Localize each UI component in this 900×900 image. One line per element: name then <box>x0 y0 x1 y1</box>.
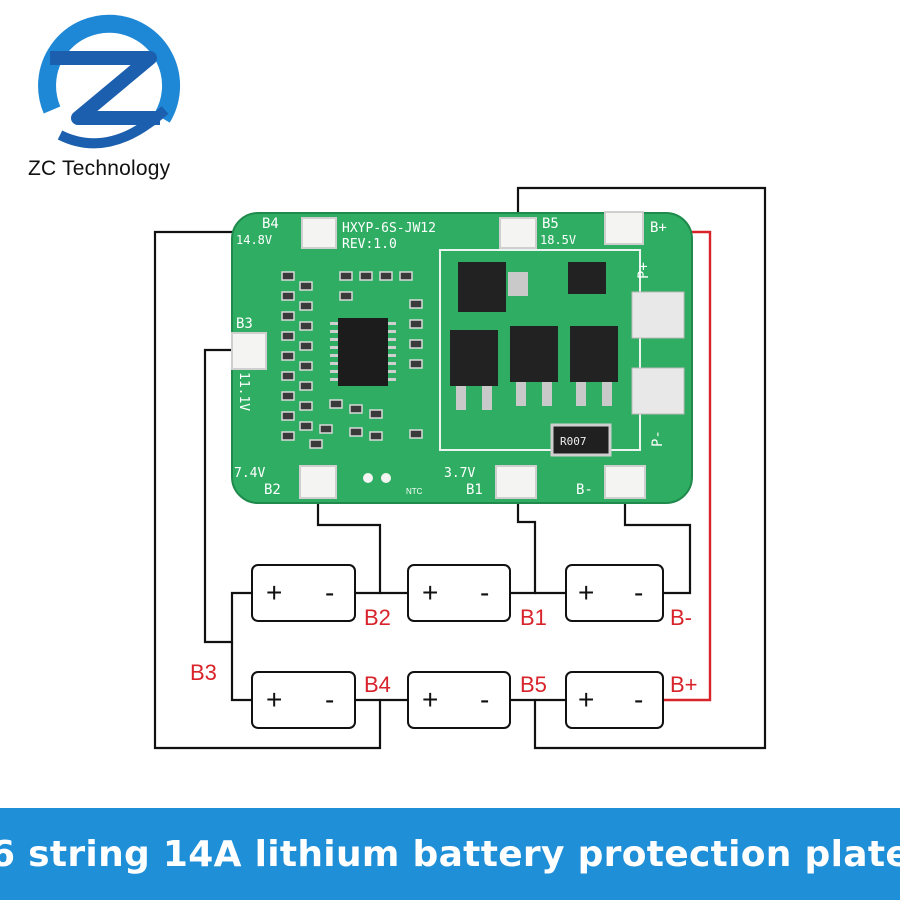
cell-plus: + <box>578 577 594 608</box>
battery-cell: + - <box>565 564 664 622</box>
pad-b-minus <box>604 465 646 499</box>
cell-minus: - <box>634 684 643 715</box>
battery-cell: + - <box>251 671 356 729</box>
pad-b2 <box>299 465 337 499</box>
pcb-board: HXYP-6S-JW12 REV:1.0 B4 14.8V B5 18.5V B… <box>231 211 693 504</box>
silk-b-plus: B+ <box>650 220 667 236</box>
silk-ntc: NTC <box>406 487 423 496</box>
cell-plus: + <box>578 684 594 715</box>
cell-row-top: + - + - + - <box>251 564 664 622</box>
title-banner: 6 string 14A lithium battery protection … <box>0 808 900 900</box>
resistor-code: R007 <box>560 435 587 448</box>
battery-cell: + - <box>565 671 664 729</box>
silk-b3: B3 <box>236 316 253 332</box>
board-revision-label: REV:1.0 <box>342 237 397 252</box>
silk-p-plus: P+ <box>636 262 652 279</box>
shunt-resistor <box>550 423 612 457</box>
cell-minus: - <box>325 684 334 715</box>
battery-cell: + - <box>407 564 511 622</box>
cell-minus: - <box>480 684 489 715</box>
silk-b1-voltage: 3.7V <box>444 466 475 481</box>
cell-minus: - <box>325 577 334 608</box>
pad-b-plus <box>604 211 644 245</box>
cell-plus: + <box>422 577 438 608</box>
battery-cell: + - <box>251 564 356 622</box>
wiring <box>153 186 767 750</box>
label-b3: B3 <box>190 660 217 685</box>
cell-plus: + <box>422 684 438 715</box>
silk-b4: B4 <box>262 216 279 232</box>
label-b-plus: B+ <box>670 672 698 697</box>
label-b4: B4 <box>364 672 391 697</box>
cell-plus: + <box>266 684 282 715</box>
brand-name: ZC Technology <box>28 157 171 180</box>
cell-minus: - <box>480 577 489 608</box>
silk-b3-voltage: 11.1V <box>236 372 251 411</box>
mosfets <box>450 262 618 410</box>
board-model-label: HXYP-6S-JW12 <box>342 221 436 236</box>
silk-b5: B5 <box>542 216 559 232</box>
pad-b3 <box>231 332 267 370</box>
silk-b2: B2 <box>264 482 281 498</box>
silk-p-minus: P- <box>650 430 666 447</box>
p-plus-connector <box>631 291 685 339</box>
cell-row-bottom: + - + - + - <box>251 671 664 729</box>
pad-b1 <box>495 465 537 499</box>
silk-b1: B1 <box>466 482 483 498</box>
label-b5: B5 <box>520 672 547 697</box>
pad-b4 <box>301 217 337 249</box>
battery-cell: + - <box>407 671 511 729</box>
zc-logo <box>38 14 181 154</box>
label-b2: B2 <box>364 605 391 630</box>
label-b1: B1 <box>520 605 547 630</box>
silk-b5-voltage: 18.5V <box>540 233 576 247</box>
banner-title: 6 string 14A lithium battery protection … <box>0 833 900 875</box>
silk-b-minus: B- <box>576 482 593 498</box>
silk-b4-voltage: 14.8V <box>236 233 272 247</box>
label-b-minus: B- <box>670 605 692 630</box>
cell-minus: - <box>634 577 643 608</box>
silk-b2-voltage: 7.4V <box>234 466 265 481</box>
p-minus-connector <box>631 367 685 415</box>
cell-plus: + <box>266 577 282 608</box>
pad-b5 <box>499 217 537 249</box>
